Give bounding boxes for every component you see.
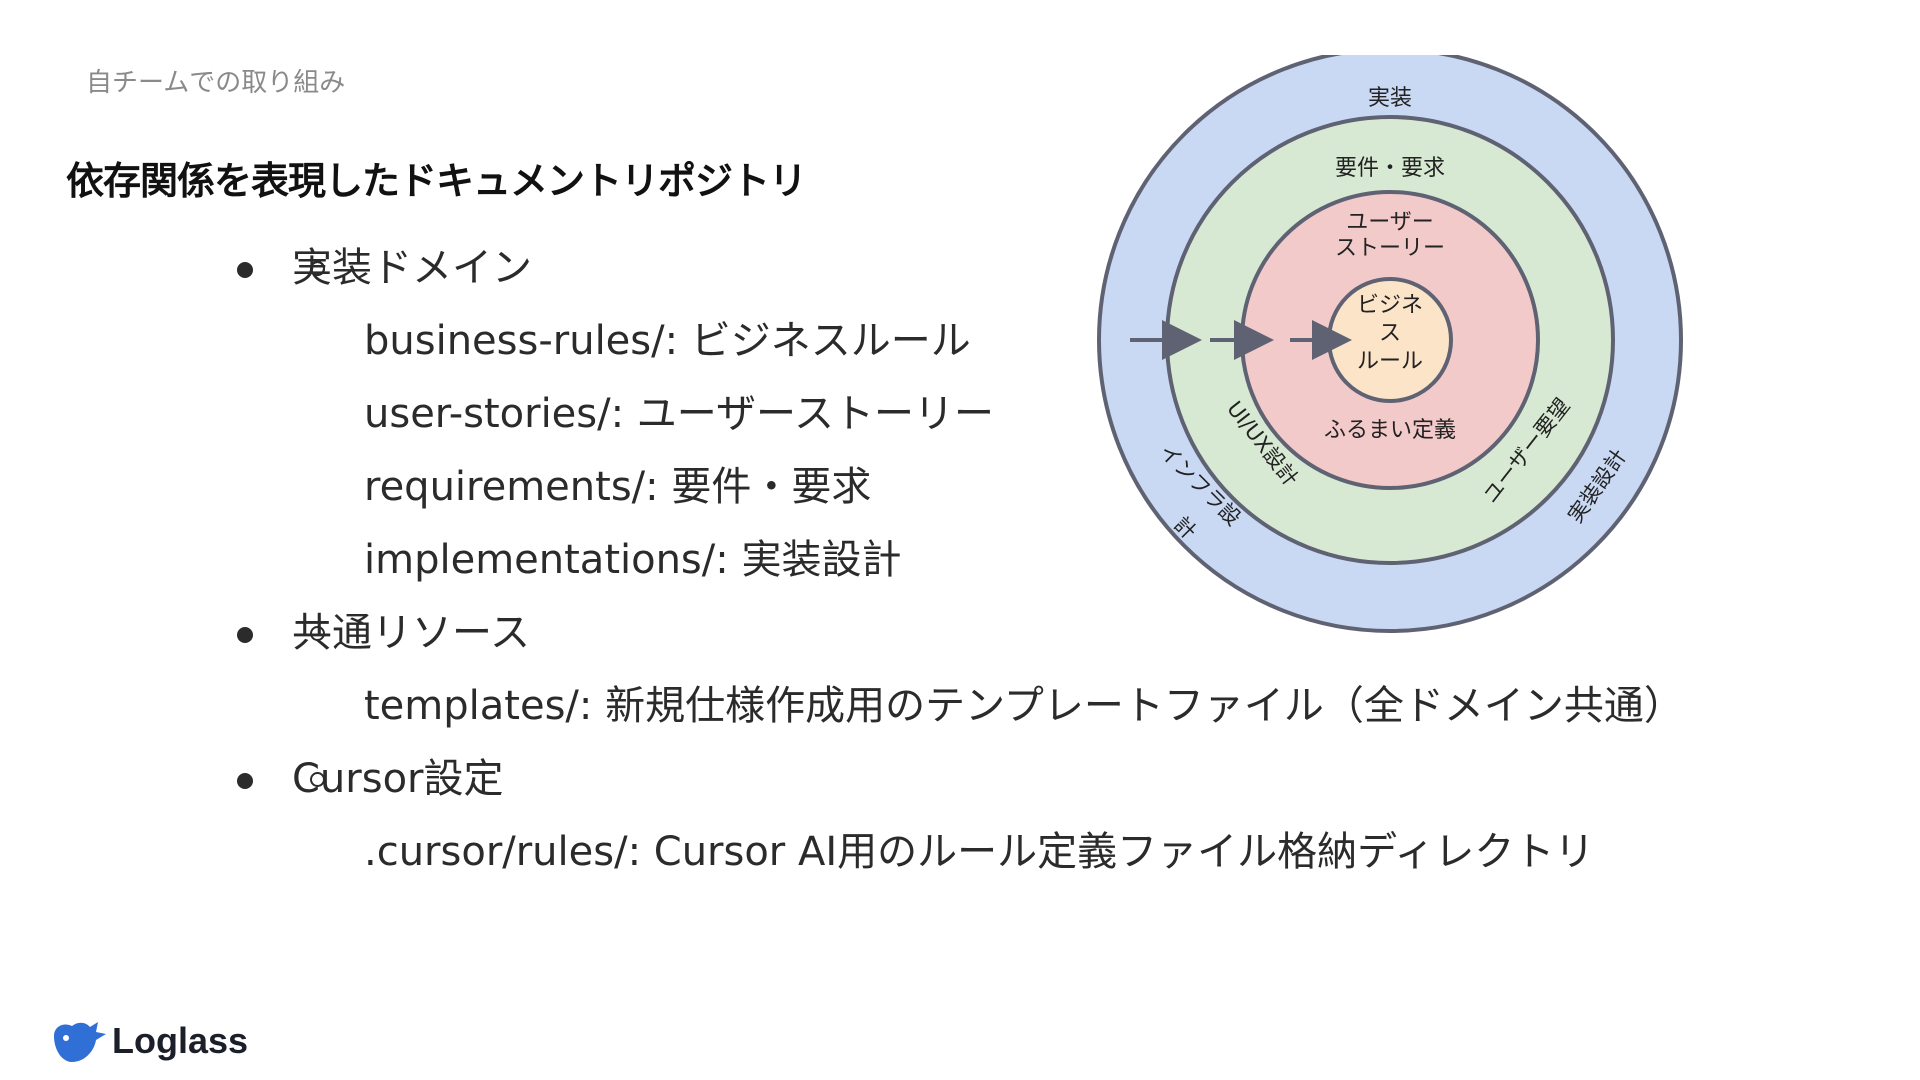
slide-title: 依存関係を表現したドキュメントリポジトリ (66, 159, 807, 203)
loglass-logo-icon (54, 1022, 106, 1062)
sub-item-implementations: implementations/: 実装設計 (230, 261, 1684, 597)
sub-item-label: implementations/: 実装設計 (364, 537, 902, 583)
bullet-ring-icon (310, 626, 325, 641)
logo-text: Loglass (112, 1020, 249, 1061)
breadcrumb: 自チームでの取り組み (86, 68, 346, 98)
bullet-list: 実装ドメイン business-rules/: ビジネスルール user-sto… (230, 232, 1684, 889)
ring-label-user-stories-line2: ストーリー (1335, 236, 1445, 261)
behavior-definition-label: ふるまい定義 (1324, 418, 1456, 443)
logo-whale-shape (54, 1022, 106, 1062)
list-item-label: 実装ドメイン (292, 245, 532, 291)
logo-eye-shape (63, 1035, 69, 1041)
bullet-ring-icon (310, 772, 325, 787)
sub-item-label: .cursor/rules/: Cursor AI用のルール定義ファイル格納ディ… (364, 829, 1595, 875)
sub-item-label: user-stories/: ユーザーストーリー (364, 391, 994, 437)
sub-item-label: requirements/: 要件・要求 (364, 464, 872, 510)
core-label-line2: ス (1379, 321, 1401, 346)
bullet-dot-icon (237, 773, 253, 789)
bullet-ring-icon (310, 261, 325, 276)
core-label-line3: ルール (1357, 349, 1423, 374)
list-item-cursor-settings: Cursor設定 .cursor/rules/: Cursor AI用のルール定… (230, 743, 1684, 889)
bullet-dot-icon (237, 262, 253, 278)
list-item-label: 共通リソース (292, 610, 530, 656)
sub-item-templates: templates/: 新規仕様作成用のテンプレートファイル（全ドメイン共通） (230, 626, 1684, 743)
ring-label-implementation: 実装 (1368, 86, 1412, 111)
bullet-dot-icon (237, 627, 253, 643)
list-item-label: Cursor設定 (292, 756, 504, 802)
core-label-line1: ビジネ (1357, 293, 1423, 318)
ring-label-requirements: 要件・要求 (1335, 156, 1445, 181)
layer-diagram: 実装 要件・要求 ユーザー ストーリー ビジネ ス ルール ふるまい定義 UI/… (1097, 55, 1683, 633)
sub-item-label: business-rules/: ビジネスルール (364, 318, 971, 364)
sub-item-user-stories: user-stories/: ユーザーストーリー (230, 261, 1684, 451)
list-item-common-resources: 共通リソース templates/: 新規仕様作成用のテンプレートファイル（全ド… (230, 597, 1684, 743)
ring-label-user-stories-line1: ユーザー (1346, 210, 1434, 235)
sub-item-label: templates/: 新規仕様作成用のテンプレートファイル（全ドメイン共通） (364, 683, 1684, 729)
list-item-implementation-domain: 実装ドメイン business-rules/: ビジネスルール user-sto… (230, 232, 1684, 597)
sub-item-cursor-rules: .cursor/rules/: Cursor AI用のルール定義ファイル格納ディ… (230, 772, 1684, 889)
